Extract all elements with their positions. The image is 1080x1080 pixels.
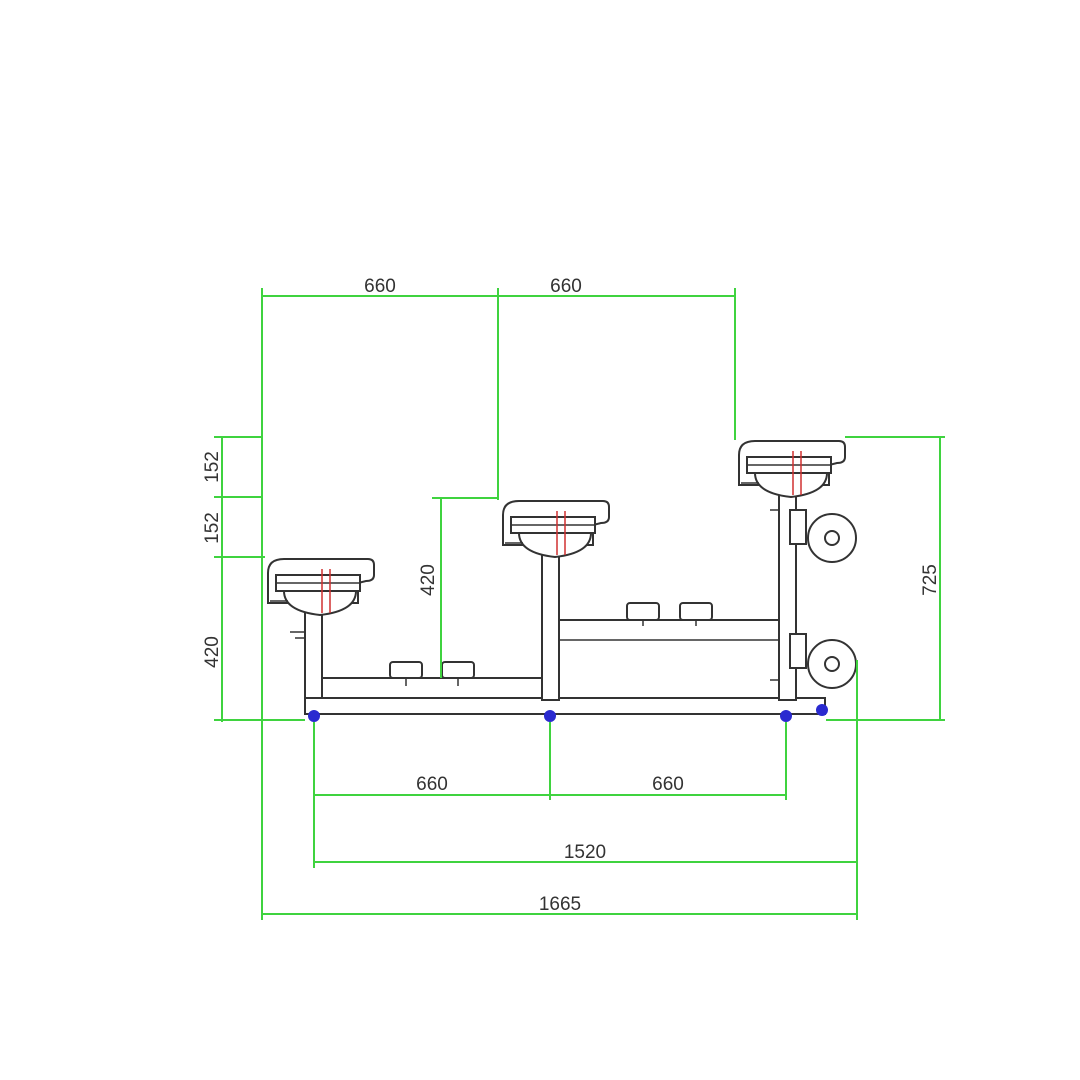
lower-step-rail <box>304 677 543 699</box>
foot-middle <box>544 710 556 722</box>
casters <box>789 509 857 689</box>
caster-bracket-bottom <box>789 633 807 669</box>
foot-right <box>780 710 792 722</box>
dim-left-height: 420 <box>202 636 223 668</box>
bracket <box>626 602 660 621</box>
caster-bracket-top <box>789 509 807 545</box>
step-box <box>541 619 781 699</box>
dim-middle-height: 420 <box>418 564 439 596</box>
foot-end <box>816 704 828 716</box>
frame-structure <box>290 494 828 722</box>
base-rail <box>304 697 826 715</box>
seat-left <box>267 558 375 617</box>
dim-bottom-right-span: 660 <box>652 774 684 795</box>
dim-right-total-height: 725 <box>920 564 941 596</box>
dim-left-step-lower: 152 <box>202 512 223 544</box>
dim-top-right-span: 660 <box>550 276 582 297</box>
middle-post <box>541 554 560 701</box>
dim-left-step-upper: 152 <box>202 451 223 483</box>
seat-right <box>738 440 846 499</box>
bracket <box>441 661 475 679</box>
dimension-lines <box>214 288 945 920</box>
dimension-labels: 660 660 152 152 420 420 725 660 660 1520… <box>202 276 941 915</box>
dim-top-left-span: 660 <box>364 276 396 297</box>
dim-bottom-left-span: 660 <box>416 774 448 795</box>
foot-left <box>308 710 320 722</box>
bracket <box>679 602 713 621</box>
left-post <box>304 607 323 699</box>
dim-overall-base: 1520 <box>564 842 606 863</box>
dim-overall-total: 1665 <box>539 894 581 915</box>
bracket <box>389 661 423 679</box>
seat-middle <box>502 500 610 559</box>
